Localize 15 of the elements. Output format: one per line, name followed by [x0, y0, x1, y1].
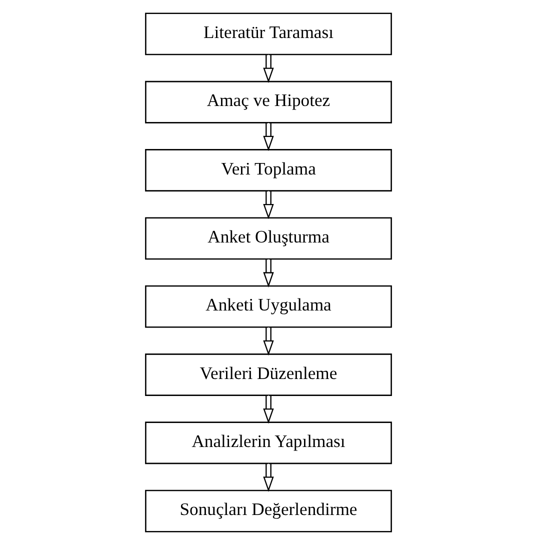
node-box: Analizlerin Yapılması: [144, 422, 392, 464]
arrow: [262, 396, 274, 424]
node-box: Amaç ve Hipotez: [144, 80, 392, 124]
arrow: [262, 328, 274, 356]
node-box: Verileri Düzenleme: [144, 354, 392, 396]
arrow: [262, 123, 274, 152]
arrow: [262, 259, 274, 288]
arrow: [262, 464, 274, 492]
node-box: Anketi Uygulama: [144, 285, 392, 328]
arrow: [262, 54, 274, 83]
node-box: Literatür Taraması: [144, 12, 392, 56]
node-box: Anket Oluşturma: [144, 217, 392, 260]
node-box: Veri Toplama: [144, 149, 392, 192]
arrow: [262, 191, 274, 220]
node-box: Sonuçları Değerlendirme: [144, 490, 392, 532]
